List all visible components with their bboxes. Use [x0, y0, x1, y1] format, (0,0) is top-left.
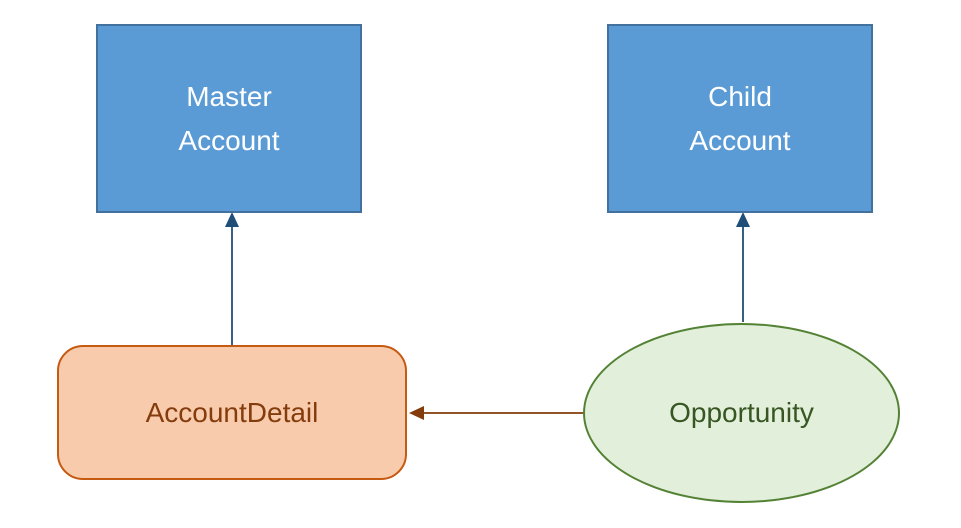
node-label: AccountDetail: [145, 396, 319, 428]
node-label: Opportunity: [669, 397, 814, 429]
node-account-detail: AccountDetail: [57, 345, 407, 480]
edge-opportunity-to-child: [736, 212, 750, 322]
node-label: Account: [178, 124, 280, 156]
node-opportunity: Opportunity: [583, 323, 900, 503]
node-label: Account: [689, 124, 791, 156]
node-child-account: Child Account: [607, 24, 873, 213]
arrowhead-left-icon: [409, 406, 424, 420]
arrowhead-up-icon: [225, 212, 239, 227]
arrowhead-up-icon: [736, 212, 750, 227]
edge-opportunity-to-accountdetail: [409, 406, 584, 420]
node-label: Master: [186, 81, 272, 113]
edge-accountdetail-to-master: [225, 212, 239, 345]
node-master-account: Master Account: [96, 24, 362, 213]
node-label: Child: [708, 81, 772, 113]
